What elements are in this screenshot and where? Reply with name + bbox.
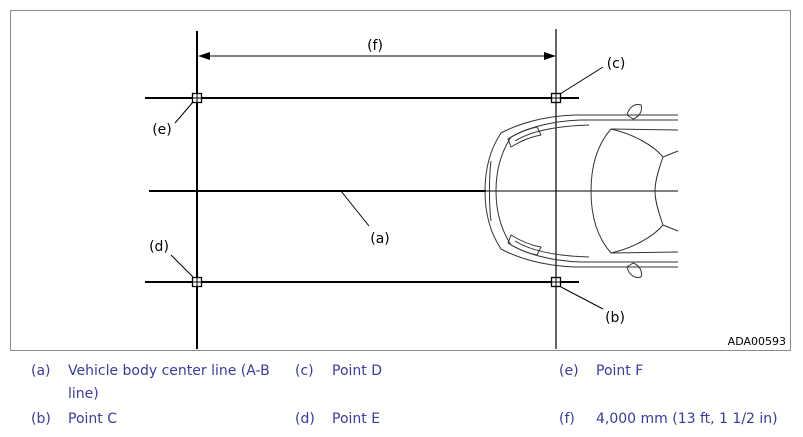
point-f-marker	[191, 92, 203, 104]
legend-key: (d)	[295, 411, 315, 427]
leader-b	[560, 286, 604, 310]
leader-d	[170, 254, 194, 278]
legend-key: (b)	[31, 411, 51, 427]
vehicle-outline	[484, 104, 679, 278]
dimension-arrow-left	[198, 52, 210, 60]
legend-text: Point F	[596, 363, 644, 379]
legend-text: 4,000 mm (13 ft, 1 1/2 in)	[596, 411, 778, 427]
label-c: (c)	[607, 56, 626, 72]
legend-text-continued: line)	[68, 386, 99, 402]
point-d-marker	[550, 92, 562, 104]
label-a: (a)	[370, 231, 390, 247]
point-e-marker	[191, 276, 203, 288]
leader-a	[340, 190, 370, 227]
label-f: (f)	[367, 38, 383, 54]
legend-text: Point C	[68, 411, 117, 427]
legend-text: Vehicle body center line (A-B	[68, 363, 270, 379]
point-c-marker	[550, 276, 562, 288]
legend-key: (f)	[559, 411, 575, 427]
legend-text: Point D	[332, 363, 382, 379]
dimension-arrow-right	[544, 52, 556, 60]
leader-e	[174, 101, 194, 124]
figure-id: ADA00593	[727, 335, 786, 348]
label-e: (e)	[152, 122, 172, 138]
label-b: (b)	[605, 310, 625, 326]
label-d: (d)	[149, 239, 169, 255]
legend-key: (e)	[559, 363, 579, 379]
diagram-figure: (f) (c) (e) (a) (d) (b) ADA00593	[10, 10, 791, 351]
diagram-canvas: (f) (c) (e) (a) (d) (b)	[145, 29, 679, 349]
legend-text: Point E	[332, 411, 381, 427]
legend-item-a: (a) Vehicle body center line (A-B line)	[31, 360, 281, 406]
leader-c	[559, 66, 604, 95]
legend-key: (a)	[31, 363, 51, 379]
legend-key: (c)	[295, 363, 314, 379]
